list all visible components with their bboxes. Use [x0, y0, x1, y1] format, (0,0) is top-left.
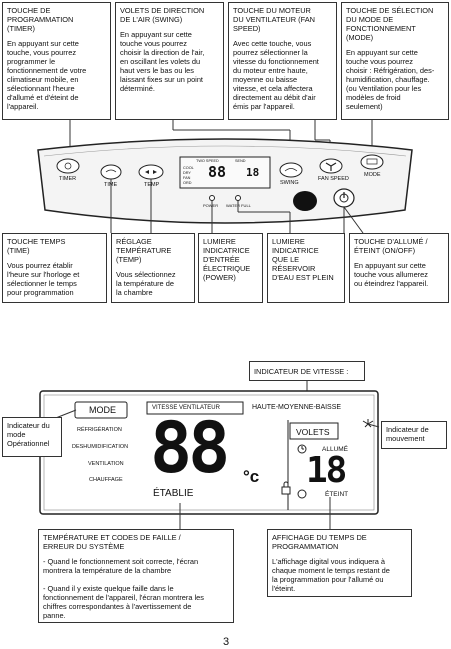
mode-info-box: TOUCHE DE SÉLECTION DU MODE DE FONCTIONN…: [341, 2, 449, 120]
water-full-led-label: WATER FULL: [226, 203, 251, 208]
mode-indicator-box: Indicateur du mode Opérationnel: [2, 417, 62, 457]
timer-box-body: En appuyant sur cette touche, vous pourr…: [7, 39, 87, 112]
display-timer-digits: 18: [306, 450, 347, 491]
display-vitesse-label: VITESSE VENTILATEUR: [152, 405, 220, 411]
on-off-box-title: TOUCHE D'ALLUMÉ / ÉTEINT (ON/OFF): [354, 237, 428, 256]
display-mode-chauffage: CHAUFFAGE: [89, 477, 123, 483]
screen-small-digits: 18: [246, 166, 260, 179]
fan-speed-info-box: TOUCHE DU MOTEUR DU VENTILATEUR (FAN SPE…: [228, 2, 337, 120]
display-etablie: ÉTABLIE: [153, 488, 194, 499]
on-off-info-box: TOUCHE D'ALLUMÉ / ÉTEINT (ON/OFF) En app…: [349, 233, 449, 303]
time-box-body: Vous pourrez établir l'heure sur l'horlo…: [7, 261, 80, 298]
screen-tag-ord: ORD: [183, 181, 192, 185]
dark-knob: [293, 191, 317, 211]
mode-button[interactable]: [360, 154, 384, 170]
on-off-box-body: En appuyant sur cette touche vous allume…: [354, 261, 429, 289]
mode-button-label: MODE: [364, 172, 381, 178]
temperature-box-title: TEMPÉRATURE ET CODES DE FAILLE / ERREUR …: [43, 533, 181, 552]
movement-indicator-box: Indicateur de mouvement: [381, 421, 447, 449]
speed-indicator-box: INDICATEUR DE VITESSE :: [249, 361, 365, 381]
screen-tag-fan: FAN: [183, 176, 191, 180]
water-full-box-title: LUMIERE INDICATRICE QUE LE RÉSERVOIR D'E…: [272, 237, 334, 283]
screen-tag-dry: DRY: [183, 171, 191, 175]
swing-info-box: VOLETS DE DIRECTION DE L'AIR (SWING) En …: [115, 2, 224, 120]
time-info-box: TOUCHE TEMPS (TIME) Vous pourrez établir…: [2, 233, 107, 303]
temperature-info-box: TEMPÉRATURE ET CODES DE FAILLE / ERREUR …: [38, 529, 234, 623]
screen-tag-cool: COOL: [183, 166, 194, 170]
water-full-led: [235, 195, 241, 201]
swing-box-title: VOLETS DE DIRECTION DE L'AIR (SWING): [120, 6, 205, 25]
swing-button-label: SWING: [280, 180, 299, 186]
display-mode-dehumidification: DESHUMIDIFICATION: [72, 444, 129, 450]
mode-indicator-text: Indicateur du mode Opérationnel: [7, 421, 50, 449]
display-mode-ventilation: VENTILATION: [88, 461, 124, 467]
timer-display-info-box: AFFICHAGE DU TEMPS DE PROGRAMMATION L'af…: [267, 529, 412, 597]
movement-indicator-text: Indicateur de mouvement: [386, 425, 429, 444]
display-unit: °c: [243, 467, 260, 486]
temp-box-title: RÉGLAGE TEMPÉRATURE (TEMP): [116, 237, 172, 265]
power-led-label: POWER: [203, 203, 219, 208]
timer-display-box-title: AFFICHAGE DU TEMPS DE PROGRAMMATION: [272, 533, 367, 552]
temp-info-box: RÉGLAGE TEMPÉRATURE (TEMP) Vous sélectio…: [111, 233, 195, 303]
timer-button[interactable]: [56, 158, 80, 174]
display-speeds: HAUTE-MOYENNE-BAISSE: [252, 404, 342, 411]
speed-indicator-label: INDICATEUR DE VITESSE :: [254, 367, 349, 376]
water-full-info-box: LUMIERE INDICATRICE QUE LE RÉSERVOIR D'E…: [267, 233, 345, 303]
temperature-box-body: - Quand le fonctionnement soit correcte,…: [43, 557, 204, 621]
mode-box-body: En appuyant sur cette touche vous pourre…: [346, 48, 435, 112]
screen-tag-two-speed: TWO SPEED: [196, 159, 219, 163]
time-button-label: TIME: [104, 182, 118, 188]
display-big-digits: 88: [150, 407, 230, 489]
display-eteint: ÉTEINT: [325, 491, 349, 498]
timer-info-box: TOUCHE DE PROGRAMMATION (TIMER) En appuy…: [2, 2, 111, 120]
power-light-info-box: LUMIERE INDICATRICE D'ENTRÉE ÉLECTRIQUE …: [198, 233, 263, 303]
display-mode-label: MODE: [89, 405, 116, 415]
timer-box-title: TOUCHE DE PROGRAMMATION (TIMER): [7, 6, 74, 34]
timer-button-label: TIMER: [59, 176, 77, 182]
swing-box-body: En appuyant sur cette touche vous pourre…: [120, 30, 205, 94]
display-mode-refrigeration: RÉFRIGÉRATION: [77, 427, 122, 433]
mode-box-title: TOUCHE DE SÉLECTION DU MODE DE FONCTIONN…: [346, 6, 434, 43]
panel-screen: [179, 156, 271, 189]
screen-digits: 88: [208, 163, 227, 181]
fan-box-title: TOUCHE DU MOTEUR DU VENTILATEUR (FAN SPE…: [233, 6, 315, 34]
temp-button-label: TEMP: [144, 182, 160, 188]
temp-box-body: Vous sélectionnez la température de la c…: [116, 270, 176, 298]
page-number: 3: [223, 636, 230, 648]
time-box-title: TOUCHE TEMPS (TIME): [7, 237, 66, 256]
timer-display-box-body: L'affichage digital vous indiquera à cha…: [272, 557, 390, 594]
fan-speed-button-label: FAN SPEED: [318, 176, 349, 182]
fan-box-body: Avec cette touche, vous pourrez sélectio…: [233, 39, 319, 112]
fan-speed-button[interactable]: [319, 158, 343, 174]
swing-button[interactable]: [279, 162, 303, 178]
power-led: [209, 195, 215, 201]
display-volets: VOLETS: [296, 427, 330, 437]
power-light-box-title: LUMIERE INDICATRICE D'ENTRÉE ÉLECTRIQUE …: [203, 237, 251, 283]
display-allume: ALLUMÉ: [322, 446, 349, 453]
screen-tag-send: SEND: [235, 159, 246, 163]
